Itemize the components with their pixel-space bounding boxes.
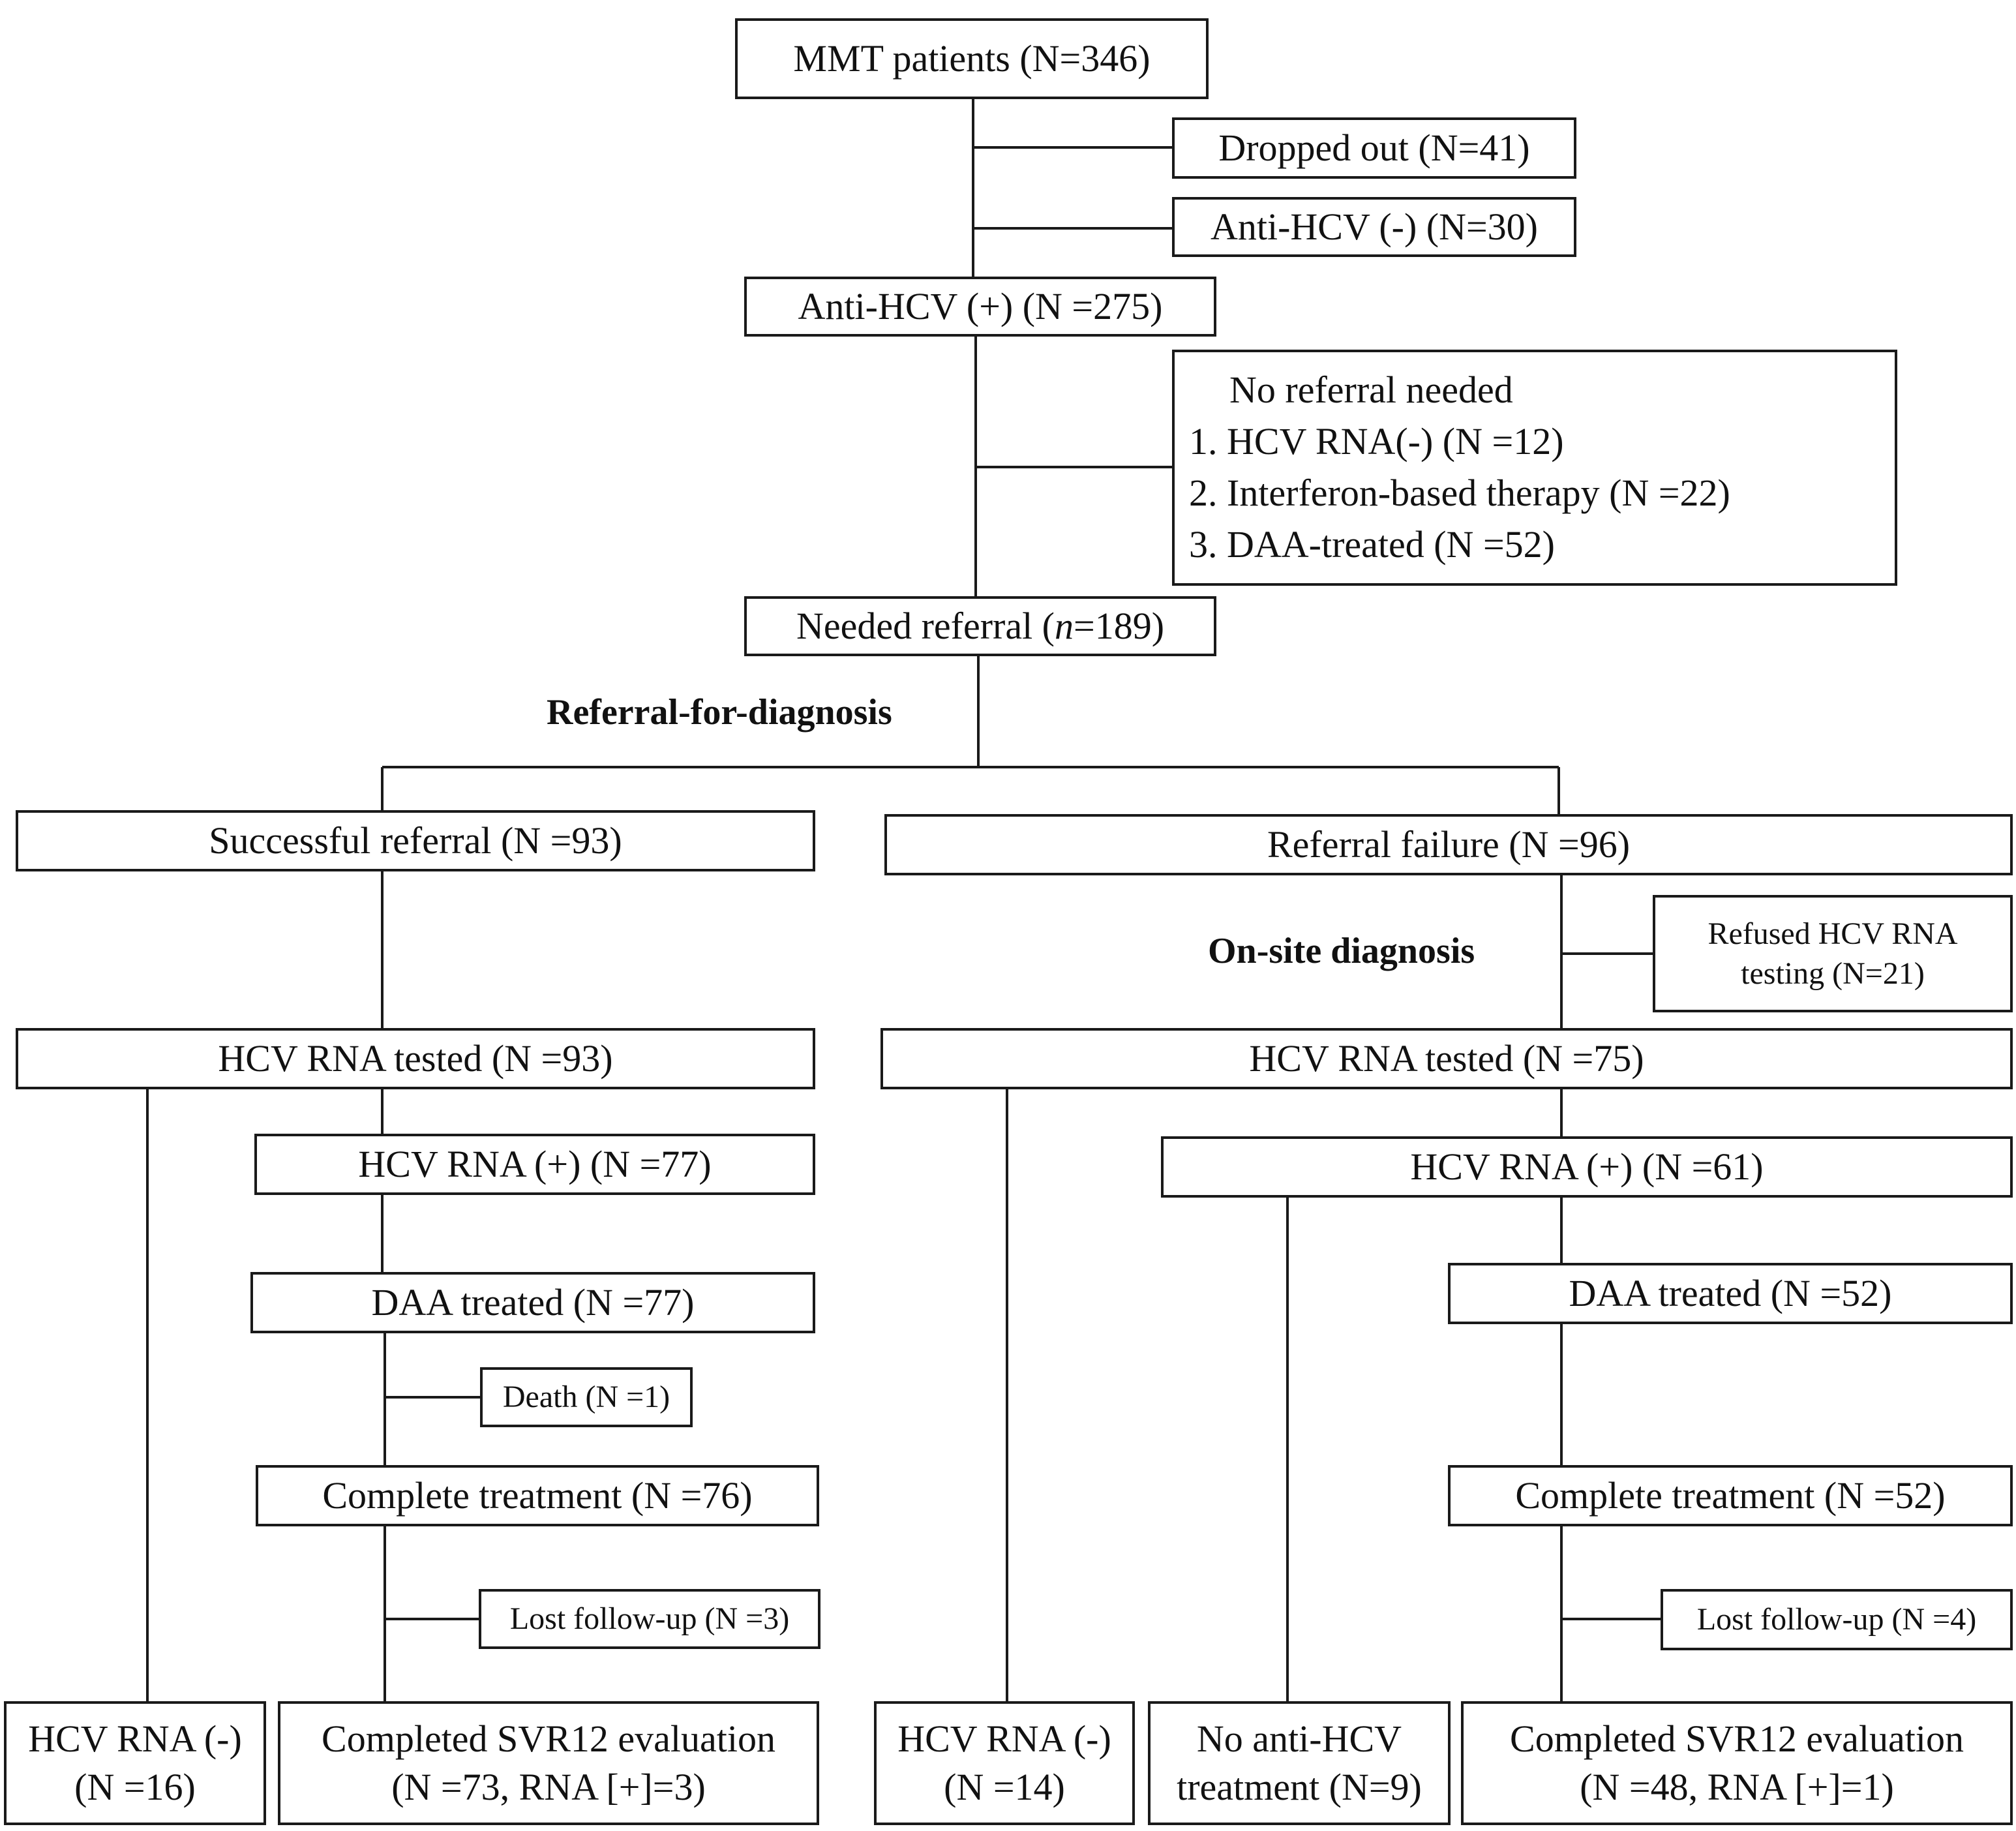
no-anti-hcv-treatment-box: No anti-HCV treatment (N=9): [1148, 1701, 1451, 1825]
no-referral-title: No referral needed: [1229, 369, 1513, 412]
left-hcv-rna-tested-box: HCV RNA tested (N =93): [16, 1028, 815, 1089]
needed-referral-prefix: Needed referral (: [796, 604, 1055, 647]
left-svr12-line: Completed SVR12 evaluation: [322, 1717, 775, 1760]
dropped-out-box: Dropped out (N=41): [1172, 117, 1576, 179]
needed-referral-box: Needed referral (n=189): [744, 596, 1216, 656]
needed-referral-n: n: [1055, 604, 1074, 647]
no-referral-item: 2. Interferon-based therapy (N =22): [1189, 472, 1730, 514]
needed-referral-suffix: =189): [1074, 604, 1165, 647]
right-hcv-rna-positive-box: HCV RNA (+) (N =61): [1161, 1136, 2013, 1198]
left-rna-negative-line: (N =16): [74, 1766, 196, 1808]
referral-for-diagnosis-label: Referral-for-diagnosis: [547, 692, 892, 733]
right-complete-treatment-box: Complete treatment (N =52): [1448, 1465, 2013, 1526]
left-svr12-box: Completed SVR12 evaluation (N =73, RNA […: [278, 1701, 819, 1825]
no-referral-item: 1. HCV RNA(-) (N =12): [1189, 420, 1564, 463]
right-lost-follow-up-box: Lost follow-up (N =4): [1661, 1589, 2013, 1650]
left-hcv-rna-positive-box: HCV RNA (+) (N =77): [254, 1134, 815, 1195]
right-svr12-line: (N =48, RNA [+]=1): [1580, 1766, 1894, 1808]
no-treatment-line: No anti-HCV: [1196, 1717, 1402, 1760]
left-daa-treated-box: DAA treated (N =77): [250, 1272, 815, 1333]
left-hcv-rna-negative-box: HCV RNA (-) (N =16): [4, 1701, 266, 1825]
referral-failure-box: Referral failure (N =96): [884, 814, 2013, 875]
no-referral-item: 3. DAA-treated (N =52): [1189, 522, 1555, 566]
right-svr12-box: Completed SVR12 evaluation (N =48, RNA […: [1461, 1701, 2013, 1825]
left-complete-treatment-box: Complete treatment (N =76): [256, 1465, 819, 1526]
mmt-patients-box: MMT patients (N=346): [735, 18, 1209, 99]
left-rna-negative-line: HCV RNA (-): [28, 1717, 242, 1760]
right-rna-negative-line: HCV RNA (-): [897, 1717, 1111, 1760]
left-lost-follow-up-box: Lost follow-up (N =3): [479, 1589, 820, 1649]
anti-hcv-positive-box: Anti-HCV (+) (N =275): [744, 277, 1216, 337]
no-treatment-line: treatment (N=9): [1177, 1766, 1422, 1808]
left-svr12-line: (N =73, RNA [+]=3): [391, 1766, 706, 1808]
successful-referral-box: Successful referral (N =93): [16, 810, 815, 871]
on-site-diagnosis-label: On-site diagnosis: [1208, 931, 1475, 971]
death-box: Death (N =1): [480, 1367, 693, 1427]
right-svr12-line: Completed SVR12 evaluation: [1510, 1717, 1964, 1760]
right-hcv-rna-negative-box: HCV RNA (-) (N =14): [874, 1701, 1135, 1825]
anti-hcv-negative-box: Anti-HCV (-) (N=30): [1172, 197, 1576, 257]
refused-line: testing (N=21): [1741, 956, 1925, 991]
refused-hcv-rna-testing-box: Refused HCV RNA testing (N=21): [1653, 895, 2013, 1012]
no-referral-needed-box: No referral needed 1. HCV RNA(-) (N =12)…: [1172, 350, 1897, 586]
right-daa-treated-box: DAA treated (N =52): [1448, 1263, 2013, 1324]
refused-line: Refused HCV RNA: [1708, 916, 1958, 951]
right-hcv-rna-tested-box: HCV RNA tested (N =75): [880, 1028, 2013, 1089]
right-rna-negative-line: (N =14): [944, 1766, 1065, 1808]
